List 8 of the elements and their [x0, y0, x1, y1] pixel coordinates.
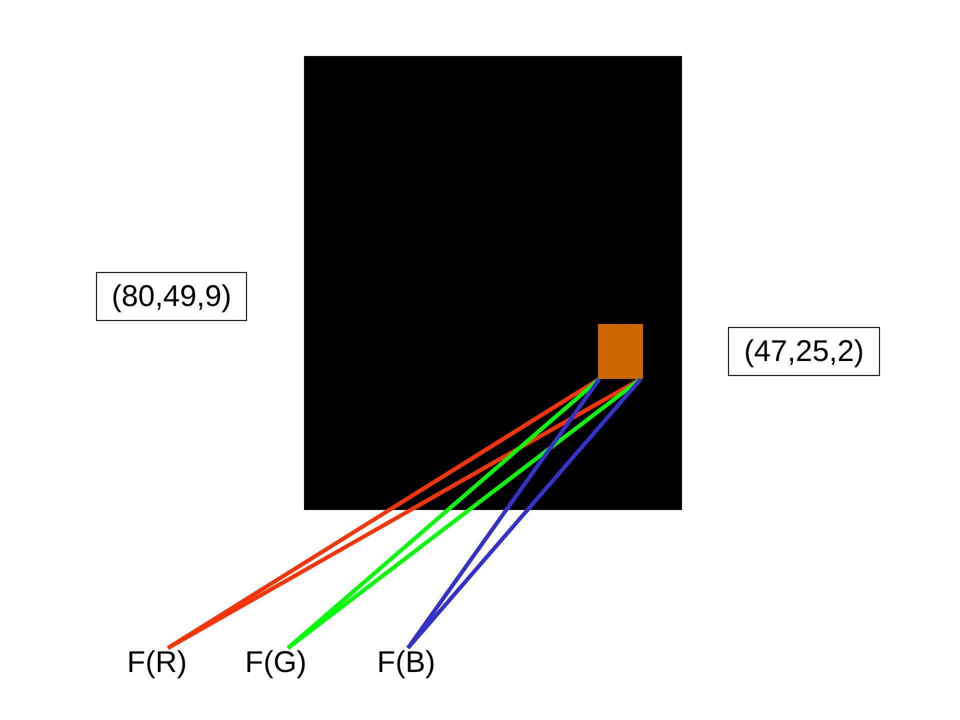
filter-label: F(R) — [127, 648, 187, 678]
projection-line — [406, 378, 642, 650]
pixel-patch — [598, 324, 643, 379]
filter-label: F(B) — [377, 648, 436, 678]
value-box: (47,25,2) — [728, 327, 880, 376]
value-box: (80,49,9) — [96, 272, 247, 321]
filter-label: F(G) — [245, 648, 307, 678]
image-area — [304, 56, 682, 510]
